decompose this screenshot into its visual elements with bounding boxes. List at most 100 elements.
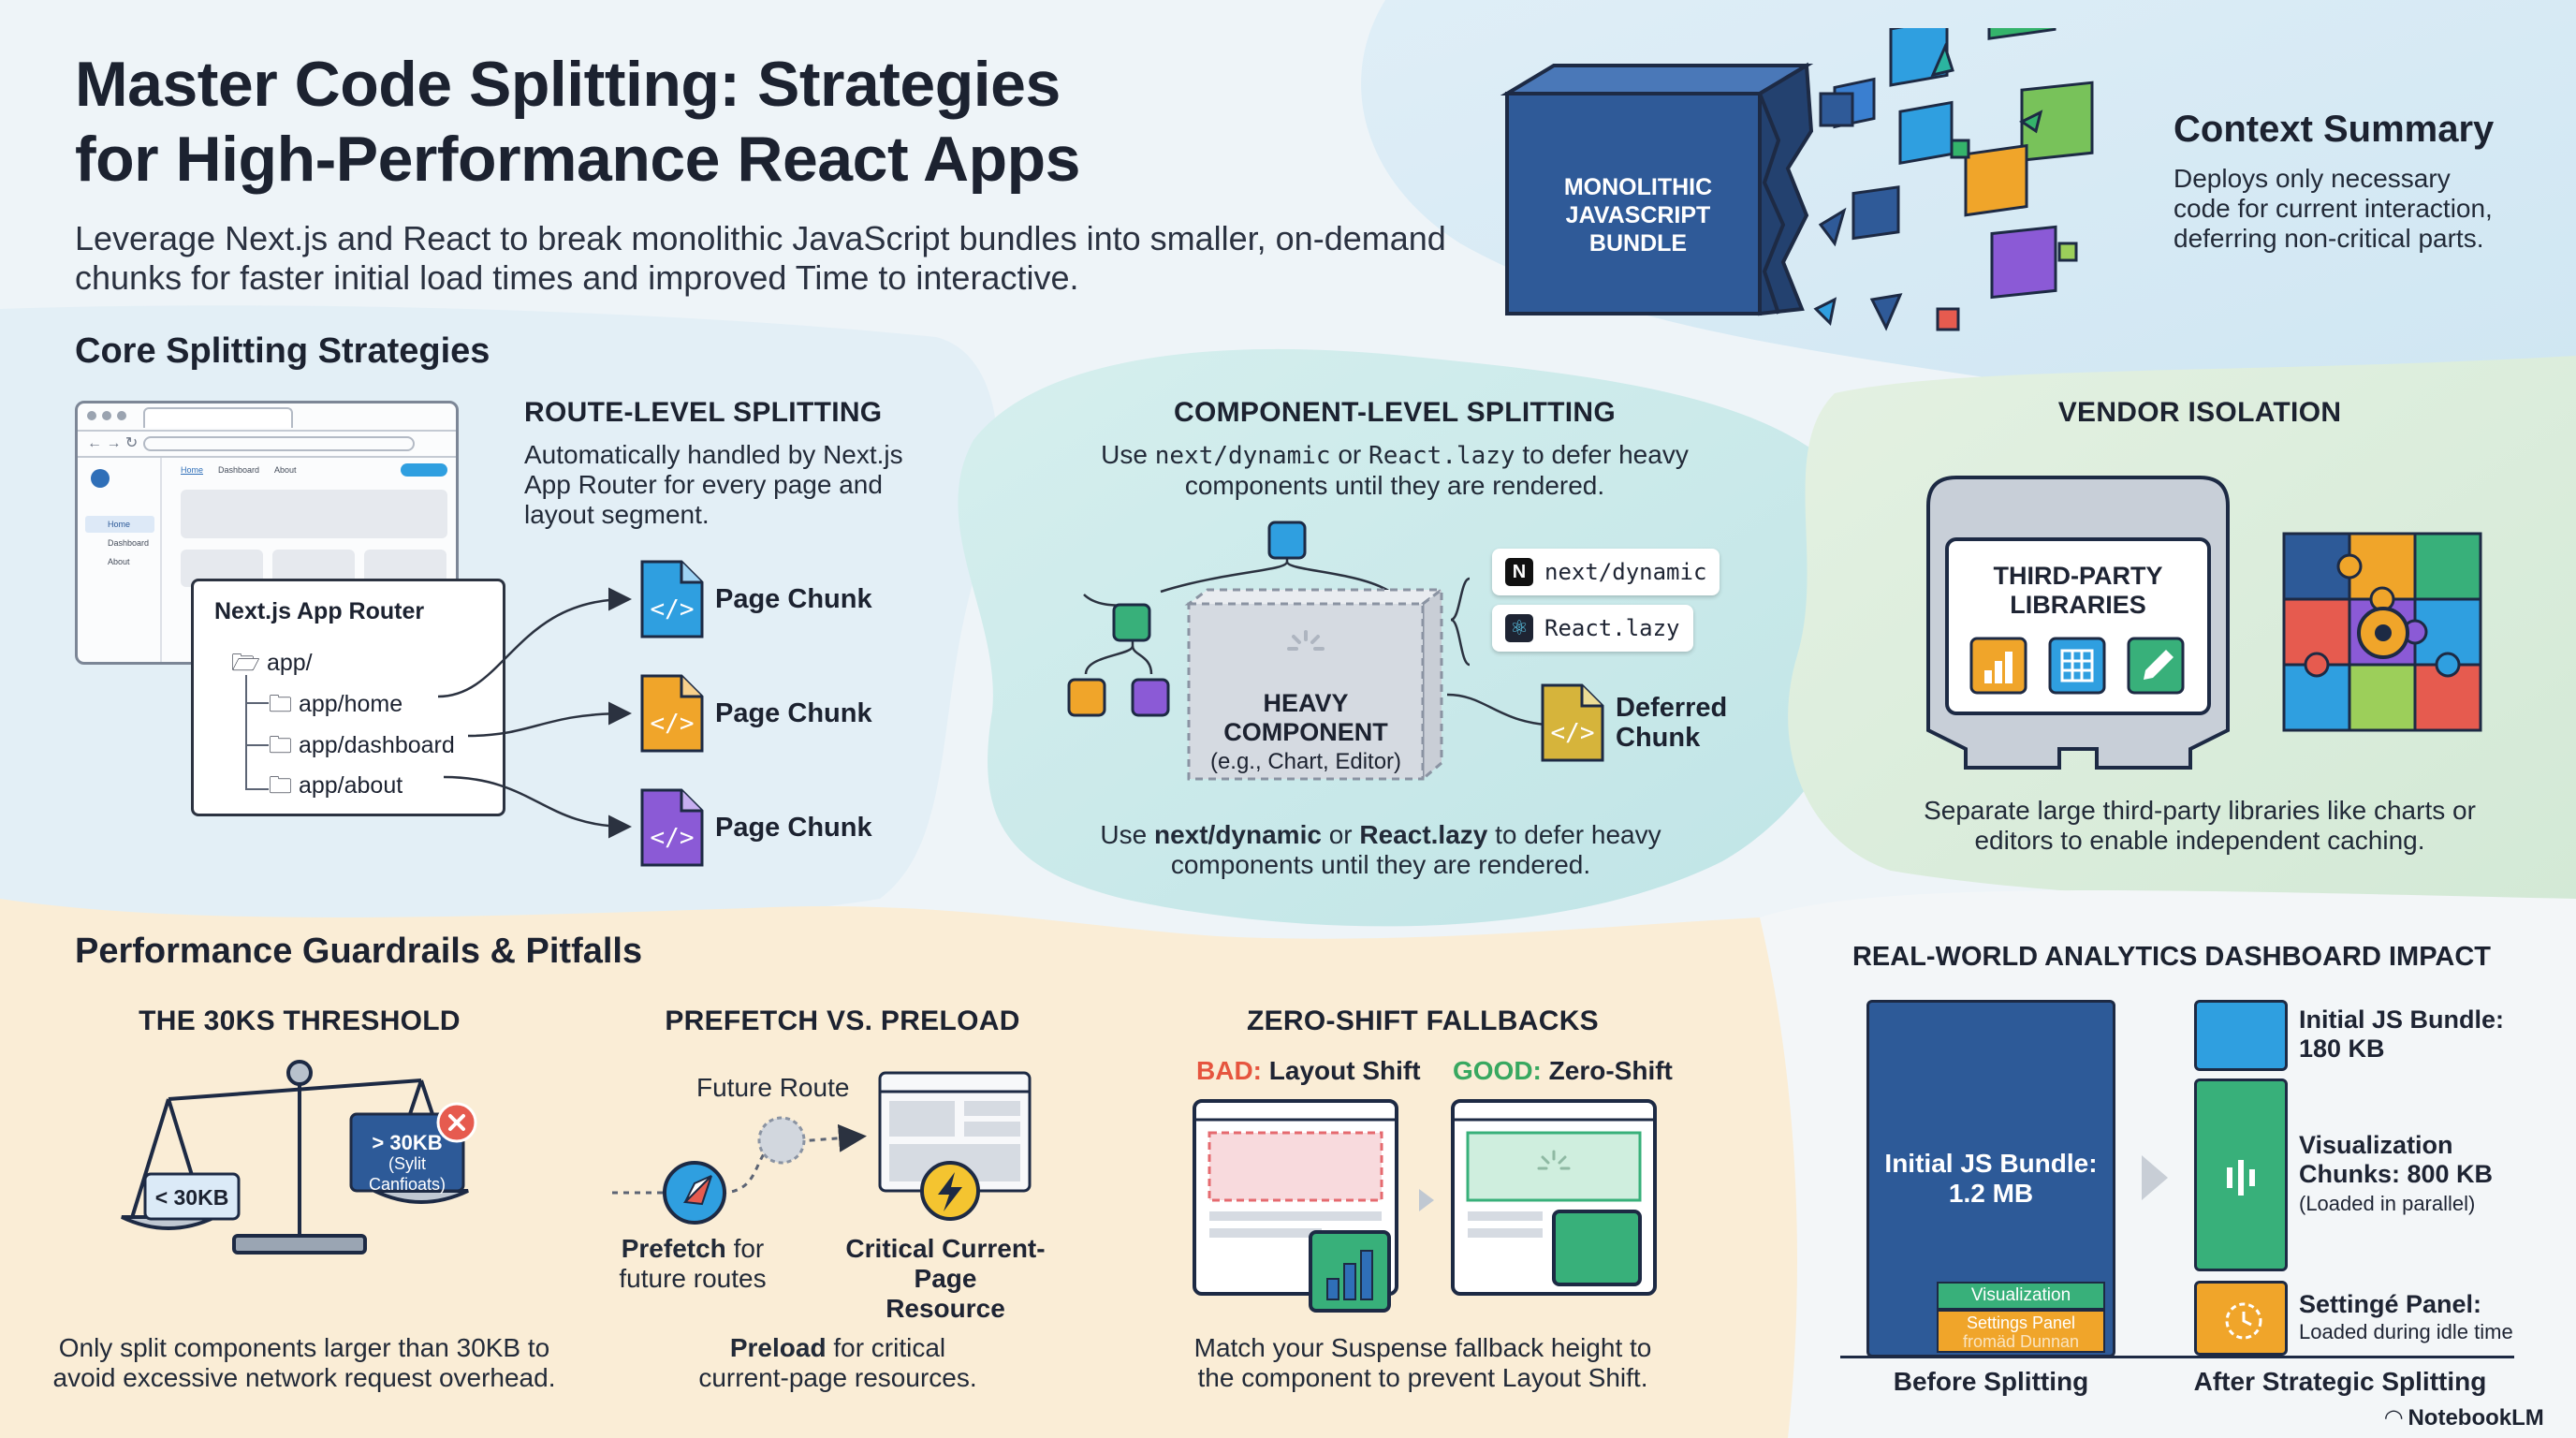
scale-illustration [121,1060,477,1255]
avatar [91,469,110,488]
preload-rest: for critical [833,1333,946,1362]
after-settings-label: Settingé Panel: Loaded during idle time [2299,1290,2513,1346]
after-settings-line-2: Loaded during idle time [2299,1320,2513,1343]
vendor-desc-line-2: editors to enable independent caching. [1974,826,2425,855]
bad-label: BAD: Layout Shift [1196,1056,1421,1086]
preload-desc-line-2: current-page resources. [698,1363,977,1392]
prefetch-label-rest: for [733,1234,765,1263]
context-summary-title: Context Summary [2174,109,2495,150]
threshold-desc-line-2: avoid excessive network request overhead… [52,1363,556,1392]
tag-react-lazy: ⚛ React.lazy [1492,605,1693,652]
threshold-right-line-2: (Sylit [388,1154,426,1173]
component-desc-use: Use [1101,440,1148,469]
context-summary-line-1: Deploys only necessary [2174,164,2451,193]
component-desc-code-2: React.lazy [1368,442,1515,470]
subtitle-line-2: chunks for faster initial load times and… [75,258,1079,297]
preload-bold: Preload [729,1333,827,1362]
prefetch-title: PREFETCH VS. PRELOAD [665,1005,1020,1036]
tag-next-dynamic: N next/dynamic [1492,549,1720,595]
title-line-2: for High-Performance React Apps [75,124,1080,195]
page-title: Master Code Splitting: Strategies for Hi… [75,47,1080,197]
before-segment-viz: Visualization Chunks [1937,1282,2105,1329]
nav-link-dashboard: Dashboard [218,465,260,475]
vendor-box-illustration [1926,476,2230,770]
after-viz-label: Visualization Chunks: 800 KB (Loaded in … [2299,1131,2493,1218]
bad-tag: BAD: [1196,1056,1262,1085]
component-bottom-use: Use [1100,820,1148,849]
heavy-line-3: (e.g., Chart, Editor) [1209,749,1402,774]
after-viz-line-1: Visualization [2299,1131,2453,1159]
header-button [401,463,447,477]
sidebar-item-home: Home [85,516,154,533]
component-bottom-or: or [1328,820,1353,849]
before-segment-settings-line-2: fromäd Dunnan [1962,1332,2080,1351]
prefetch-diagram [612,1071,1032,1225]
component-bottom-line-2: components until they are rendered. [1170,850,1591,879]
heavy-component-label: HEAVY COMPONENT (e.g., Chart, Editor) [1191,689,1421,776]
router-title: Next.js App Router [214,598,425,624]
nav-arrows-icon: ← → ↻ [87,435,139,451]
monolith-bundle-illustration [1500,28,2094,331]
vendor-isolation-title: VENDOR ISOLATION [2057,397,2342,428]
page-subtitle: Leverage Next.js and React to break mono… [75,219,1446,298]
before-bundle-line-2: 1.2 MB [1948,1179,2034,1208]
router-root: app/ [266,650,313,676]
route-level-line-1: Automatically handled by Next.js [524,440,903,469]
vendor-box-line-2: LIBRARIES [2010,591,2146,619]
svg-text:</>: </> [651,595,695,624]
arrow-right-icon [2142,1155,2168,1200]
svg-text:</>: </> [651,710,695,738]
monolith-line-1: MONOLITHIC [1563,174,1713,200]
before-bundle-label: Initial JS Bundle: 1.2 MB [1869,1149,2113,1209]
route-level-line-2: App Router for every page and [524,470,883,499]
component-bottom-tail: to defer heavy [1495,820,1661,849]
react-logo-icon: ⚛ [1505,614,1533,642]
before-splitting-label: Before Splitting [1893,1367,2089,1396]
code-file-icon: </> [640,560,704,638]
deferred-chunk-icon: </> [1541,683,1604,762]
core-strategies-heading: Core Splitting Strategies [75,331,490,371]
heavy-line-1: HEAVY [1263,689,1349,717]
zero-shift-desc: Match your Suspense fallback height to t… [1161,1333,1685,1393]
clock-icon [2225,1302,2262,1340]
browser-addressbar: ← → ↻ [78,432,456,458]
component-desc-or: or [1338,440,1362,469]
zero-shift-diagram [1193,1099,1657,1313]
window-dot-icon [117,411,126,420]
router-about: app/about [298,772,403,799]
critical-resource-label: Critical Current-Page Resource [814,1234,1076,1324]
before-bundle-bar: Initial JS Bundle: 1.2 MB Visualization … [1866,1000,2115,1357]
content-placeholder [181,490,447,538]
tag-react-lazy-label: React.lazy [1544,615,1680,641]
future-route-label: Future Route [696,1073,850,1102]
window-dot-icon [87,411,96,420]
zero-shift-title: ZERO-SHIFT FALLBACKS [1247,1005,1599,1036]
after-settings-bar [2194,1281,2288,1356]
folder-icon: 🗀 [269,732,293,758]
route-level-line-3: layout segment. [524,500,710,529]
after-viz-bar [2194,1078,2288,1271]
before-bundle-line-1: Initial JS Bundle: [1884,1149,2098,1178]
prefetch-label-line-2: future routes [619,1264,767,1293]
deferred-chunk-label: Deferred Chunk [1616,693,1727,753]
url-field [143,436,415,451]
threshold-title: THE 30KS THRESHOLD [139,1005,461,1036]
component-tree-diagram [1067,521,1568,783]
code-file-icon: </> [640,674,704,753]
vendor-desc-line-1: Separate large third-party libraries lik… [1924,796,2476,825]
component-desc-line-2: components until they are rendered. [1184,471,1605,500]
component-bottom-b1: next/dynamic [1153,820,1322,849]
monolith-line-3: BUNDLE [1588,230,1688,257]
vendor-box-label: THIRD-PARTY LIBRARIES [1947,562,2209,620]
notebooklm-logo-icon: ◠ [2385,1405,2403,1431]
guardrails-heading: Performance Guardrails & Pitfalls [75,932,643,971]
router-home: app/home [298,691,403,717]
after-viz-line-2: Chunks: 800 KB [2299,1160,2494,1188]
after-initial-line-1: Initial JS Bundle: [2299,1005,2505,1034]
prefetch-label: Prefetch for future routes [599,1234,786,1294]
critical-line-2: Resource [886,1294,1005,1323]
vendor-box-line-1: THIRD-PARTY [1993,562,2163,590]
sidebar-item-about: About [108,557,130,566]
deferred-line-1: Deferred [1616,693,1728,723]
page-chunk-label-1: Page Chunk [715,584,872,614]
